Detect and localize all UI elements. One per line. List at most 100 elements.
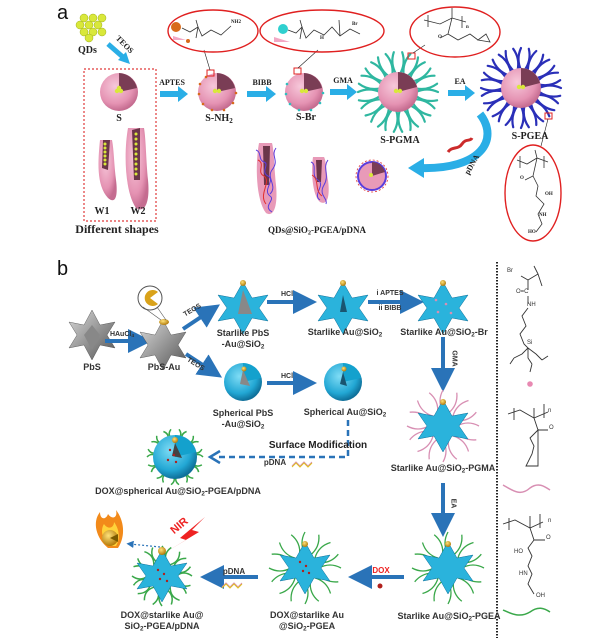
label-starlike-pgma: Starlike Au@SiO2-PGMA: [391, 463, 495, 475]
complex-label: QDs@SiO2-PGEA/pDNA: [268, 225, 366, 237]
polymer-chain: [536, 71, 560, 83]
label-haucl4: HAuCl4: [110, 331, 134, 339]
complex-worm-long-icon: [255, 143, 277, 215]
reagent-ea: EA: [454, 77, 466, 86]
polymer-chain: [169, 587, 180, 602]
label-dox-starlike-final-line2-suffix: -PGEA/pDNA: [143, 621, 200, 631]
label-dox-starlike-pgea-line2: @SiO2-PGEA: [270, 621, 344, 635]
sphere-s-icon: [100, 73, 138, 111]
label-pbs-au: PbS-Au: [147, 362, 181, 372]
dox-molecule-icon: [377, 583, 383, 589]
pgea-structure: [516, 149, 549, 233]
label-ea-b: EA: [449, 498, 457, 509]
callout-nh2-label: NH2: [231, 20, 241, 25]
legend-br-label: Br: [507, 268, 513, 274]
label-pdna-b: pDNA: [222, 567, 246, 576]
label-pdna-surface: pDNA: [263, 458, 287, 467]
starlike-au-sio2-br-icon: [417, 280, 469, 335]
callout-pgma-o-label: O: [438, 35, 442, 40]
polymer-chain: [357, 82, 382, 91]
starlike-au-sio2-pgma-icon: [406, 389, 480, 463]
polymer-chain: [422, 577, 439, 595]
polymer-chain: [457, 541, 474, 559]
legend-pgma-structure: [507, 404, 549, 467]
starlike-pbs-au-sio2-icon: [217, 280, 269, 335]
label-hcl-bottom: HCl: [280, 373, 294, 380]
dox-starlike-au-sio2-pgea-icon: [268, 531, 342, 605]
pdna-wave-icon-2: [291, 461, 313, 467]
dox-spherical-complex-icon: [146, 428, 204, 486]
label-starlike-au-sio2-text: Starlike Au@SiO: [307, 327, 379, 337]
polymer-chain: [290, 534, 301, 556]
callout-br: [259, 9, 385, 53]
legend-pgma-o-label: O: [549, 425, 554, 431]
teos-arrow-a: [106, 42, 126, 60]
polymer-chain: [479, 86, 505, 92]
sub-2: 2: [382, 411, 387, 419]
product-s-nh2-sub: 2: [229, 116, 233, 125]
sphere-s-pgea-icon: [479, 46, 563, 130]
label-bibb: ii BIBB: [378, 305, 402, 312]
panel-a-letter: a: [57, 2, 69, 24]
spherical-pbs-au-sio2-icon: [224, 363, 262, 401]
spherical-au-sio2-icon: [324, 363, 362, 401]
legend-pgea-structure: [502, 514, 545, 595]
polymer-chain: [392, 108, 399, 133]
complex-sphere-icon: [355, 159, 389, 193]
polymer-chain: [279, 577, 296, 595]
label-starlike-pbs-line1: Starlike PbS: [216, 328, 270, 338]
starlike-au-sio2-icon: [317, 280, 369, 335]
label-starlike-au-sio2: Starlike Au@SiO2: [308, 327, 382, 339]
polymer-chain: [517, 46, 523, 72]
callout-pgea-oh-label: OH: [545, 192, 553, 197]
legend-pgea-hn-label: HN: [519, 571, 528, 577]
legend-pgea-chain: [502, 607, 551, 616]
gma-arrow: [330, 89, 348, 95]
legend-pgea-n-label: n: [548, 518, 552, 524]
dox-starlike-final-icon: [131, 545, 193, 607]
label-spherical-au-sio2: Spherical Au@SiO2: [304, 407, 386, 419]
legend-oc-label: O=C: [516, 289, 529, 295]
sub-2: 2: [140, 625, 144, 633]
panel-b-letter: b: [57, 258, 69, 280]
sub-2: 2: [471, 331, 475, 339]
complex-label-sub: 2: [307, 229, 312, 237]
callout-pgea-ho-label: HO: [528, 230, 536, 235]
polymer-chain: [452, 399, 469, 417]
label-starlike-br-text: Starlike Au@SiO: [400, 327, 472, 337]
label-haucl4-text: HAuCl: [109, 331, 132, 338]
polymer-chain: [144, 550, 155, 565]
polymer-chain: [414, 82, 439, 91]
reagent-bibb: BIBB: [252, 78, 272, 87]
polymer-chain: [290, 580, 301, 602]
product-s-nh2-text: S-NH: [205, 113, 230, 124]
complex-worm-short-icon: [310, 157, 329, 205]
legend-si-label: Si: [527, 340, 533, 346]
callout-pgma-n-label: n: [466, 25, 469, 30]
shape-label-w1: W1: [94, 206, 110, 217]
label-dox-spherical-suffix: -PGEA/pDNA: [204, 486, 261, 496]
label-gma-b: GMA: [450, 350, 458, 367]
callout-pgma: [409, 6, 501, 58]
product-s-pgea: S-PGEA: [511, 131, 549, 142]
sub-2: 2: [201, 490, 205, 498]
label-starlike-pbs: Starlike PbS -Au@SiO2: [217, 328, 270, 353]
polymer-chain: [309, 534, 320, 556]
polymer-chain: [314, 541, 331, 559]
pbs-star-icon: [68, 309, 116, 361]
polymer-chain: [309, 580, 320, 602]
sub-2: 2: [468, 615, 472, 623]
starlike-au-sio2-pgea-icon: [411, 531, 485, 605]
polymer-chain: [452, 580, 463, 602]
label-spherical-pbs: Spherical PbS -Au@SiO2: [213, 408, 274, 433]
legend-pgea-o-label: O: [546, 535, 551, 541]
product-s-nh2: S-NH2: [205, 113, 232, 125]
label-dox-starlike-final-line1: DOX@starlike Au@: [120, 610, 204, 620]
legend-pgma-n-label: n: [548, 408, 552, 414]
polymer-chain: [397, 108, 404, 133]
nir-lightning-icon: [166, 517, 205, 552]
product-s-br: S-Br: [296, 112, 316, 123]
sub-2: 2: [378, 331, 383, 339]
label-dox-starlike-pgea: DOX@starlike Au @SiO2-PGEA: [270, 610, 344, 635]
